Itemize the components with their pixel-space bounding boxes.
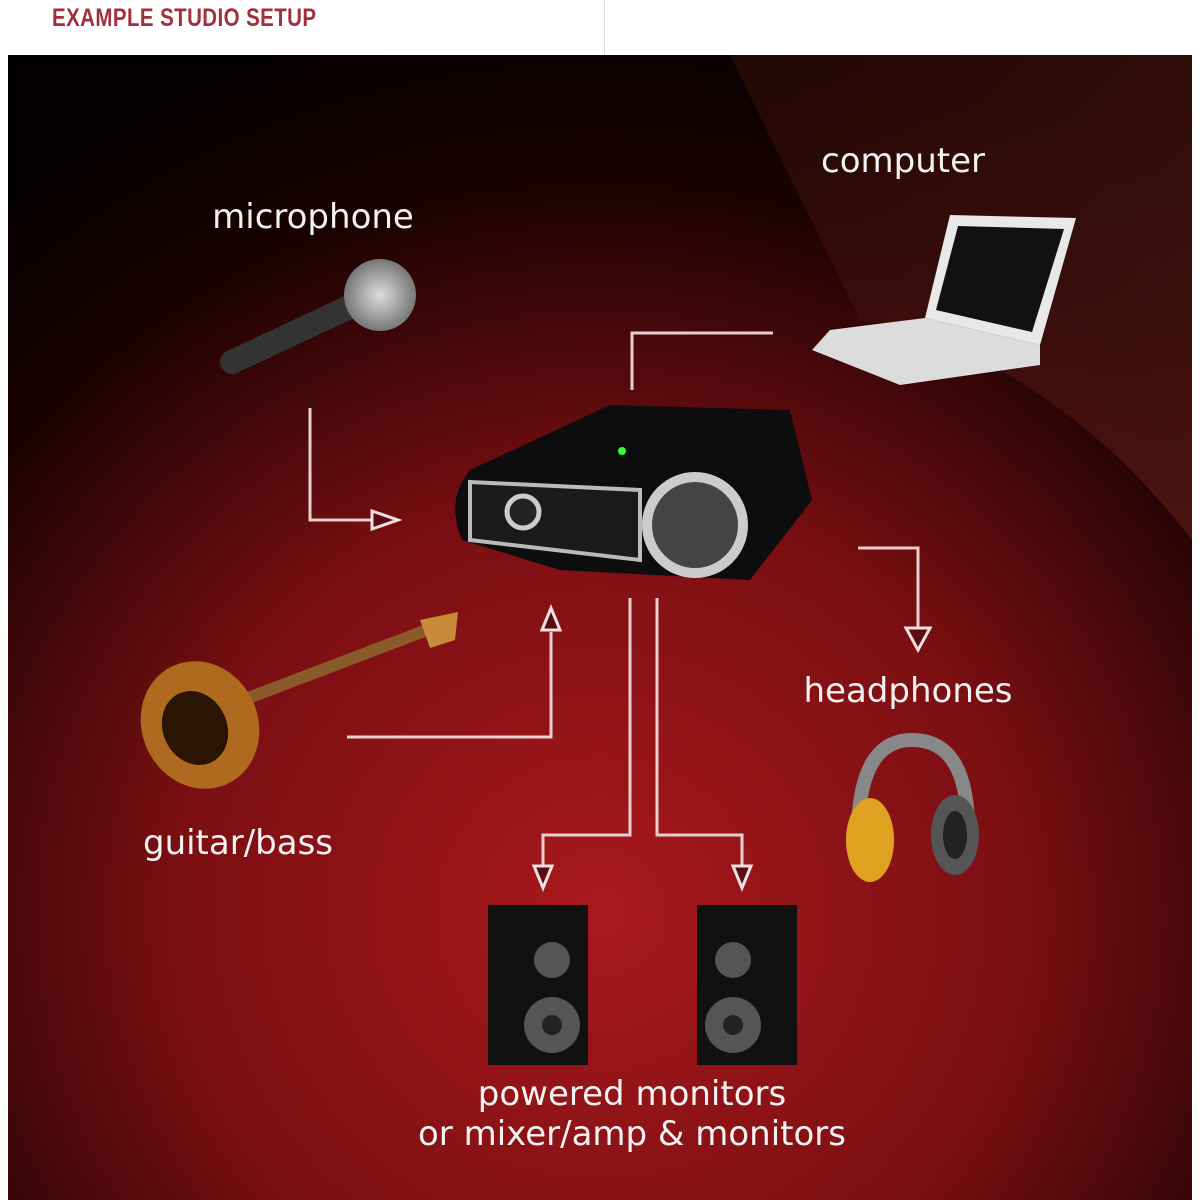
arrow-right-icon [370,508,403,532]
arrow-down-icon [903,626,933,654]
monitors-label-line2: or mixer/amp & monitors [418,1114,846,1154]
headphones-image [846,732,979,882]
monitor-right-connector [655,598,744,866]
speaker-right-image [697,905,797,1065]
computer-label: computer [821,141,985,181]
arrow-down-icon [531,864,555,892]
mic-connector [308,408,372,522]
computer-connector [630,331,773,390]
arrowheads [370,508,933,892]
guitar-label: guitar/bass [143,823,333,863]
guitar-image [140,612,458,789]
microphone-label: microphone [212,197,414,237]
header: EXAMPLE STUDIO SETUP [0,0,1200,55]
arrow-down-icon [730,864,754,892]
monitors-label-line1: powered monitors [478,1074,786,1114]
headphones-label: headphones [804,671,1013,711]
studio-diagram: computer microphone headphones guitar/ba… [8,55,1192,1200]
computer-image [812,215,1076,385]
arrow-up-icon [539,604,563,632]
header-divider [604,0,605,55]
page-title: EXAMPLE STUDIO SETUP [52,4,317,32]
headphones-connector [858,546,920,628]
audio-interface-image [455,405,812,580]
guitar-connector [347,632,553,739]
microphone-image [220,259,416,374]
speaker-left-image [488,905,588,1065]
monitor-left-connector [541,598,632,866]
connectors [308,331,920,866]
